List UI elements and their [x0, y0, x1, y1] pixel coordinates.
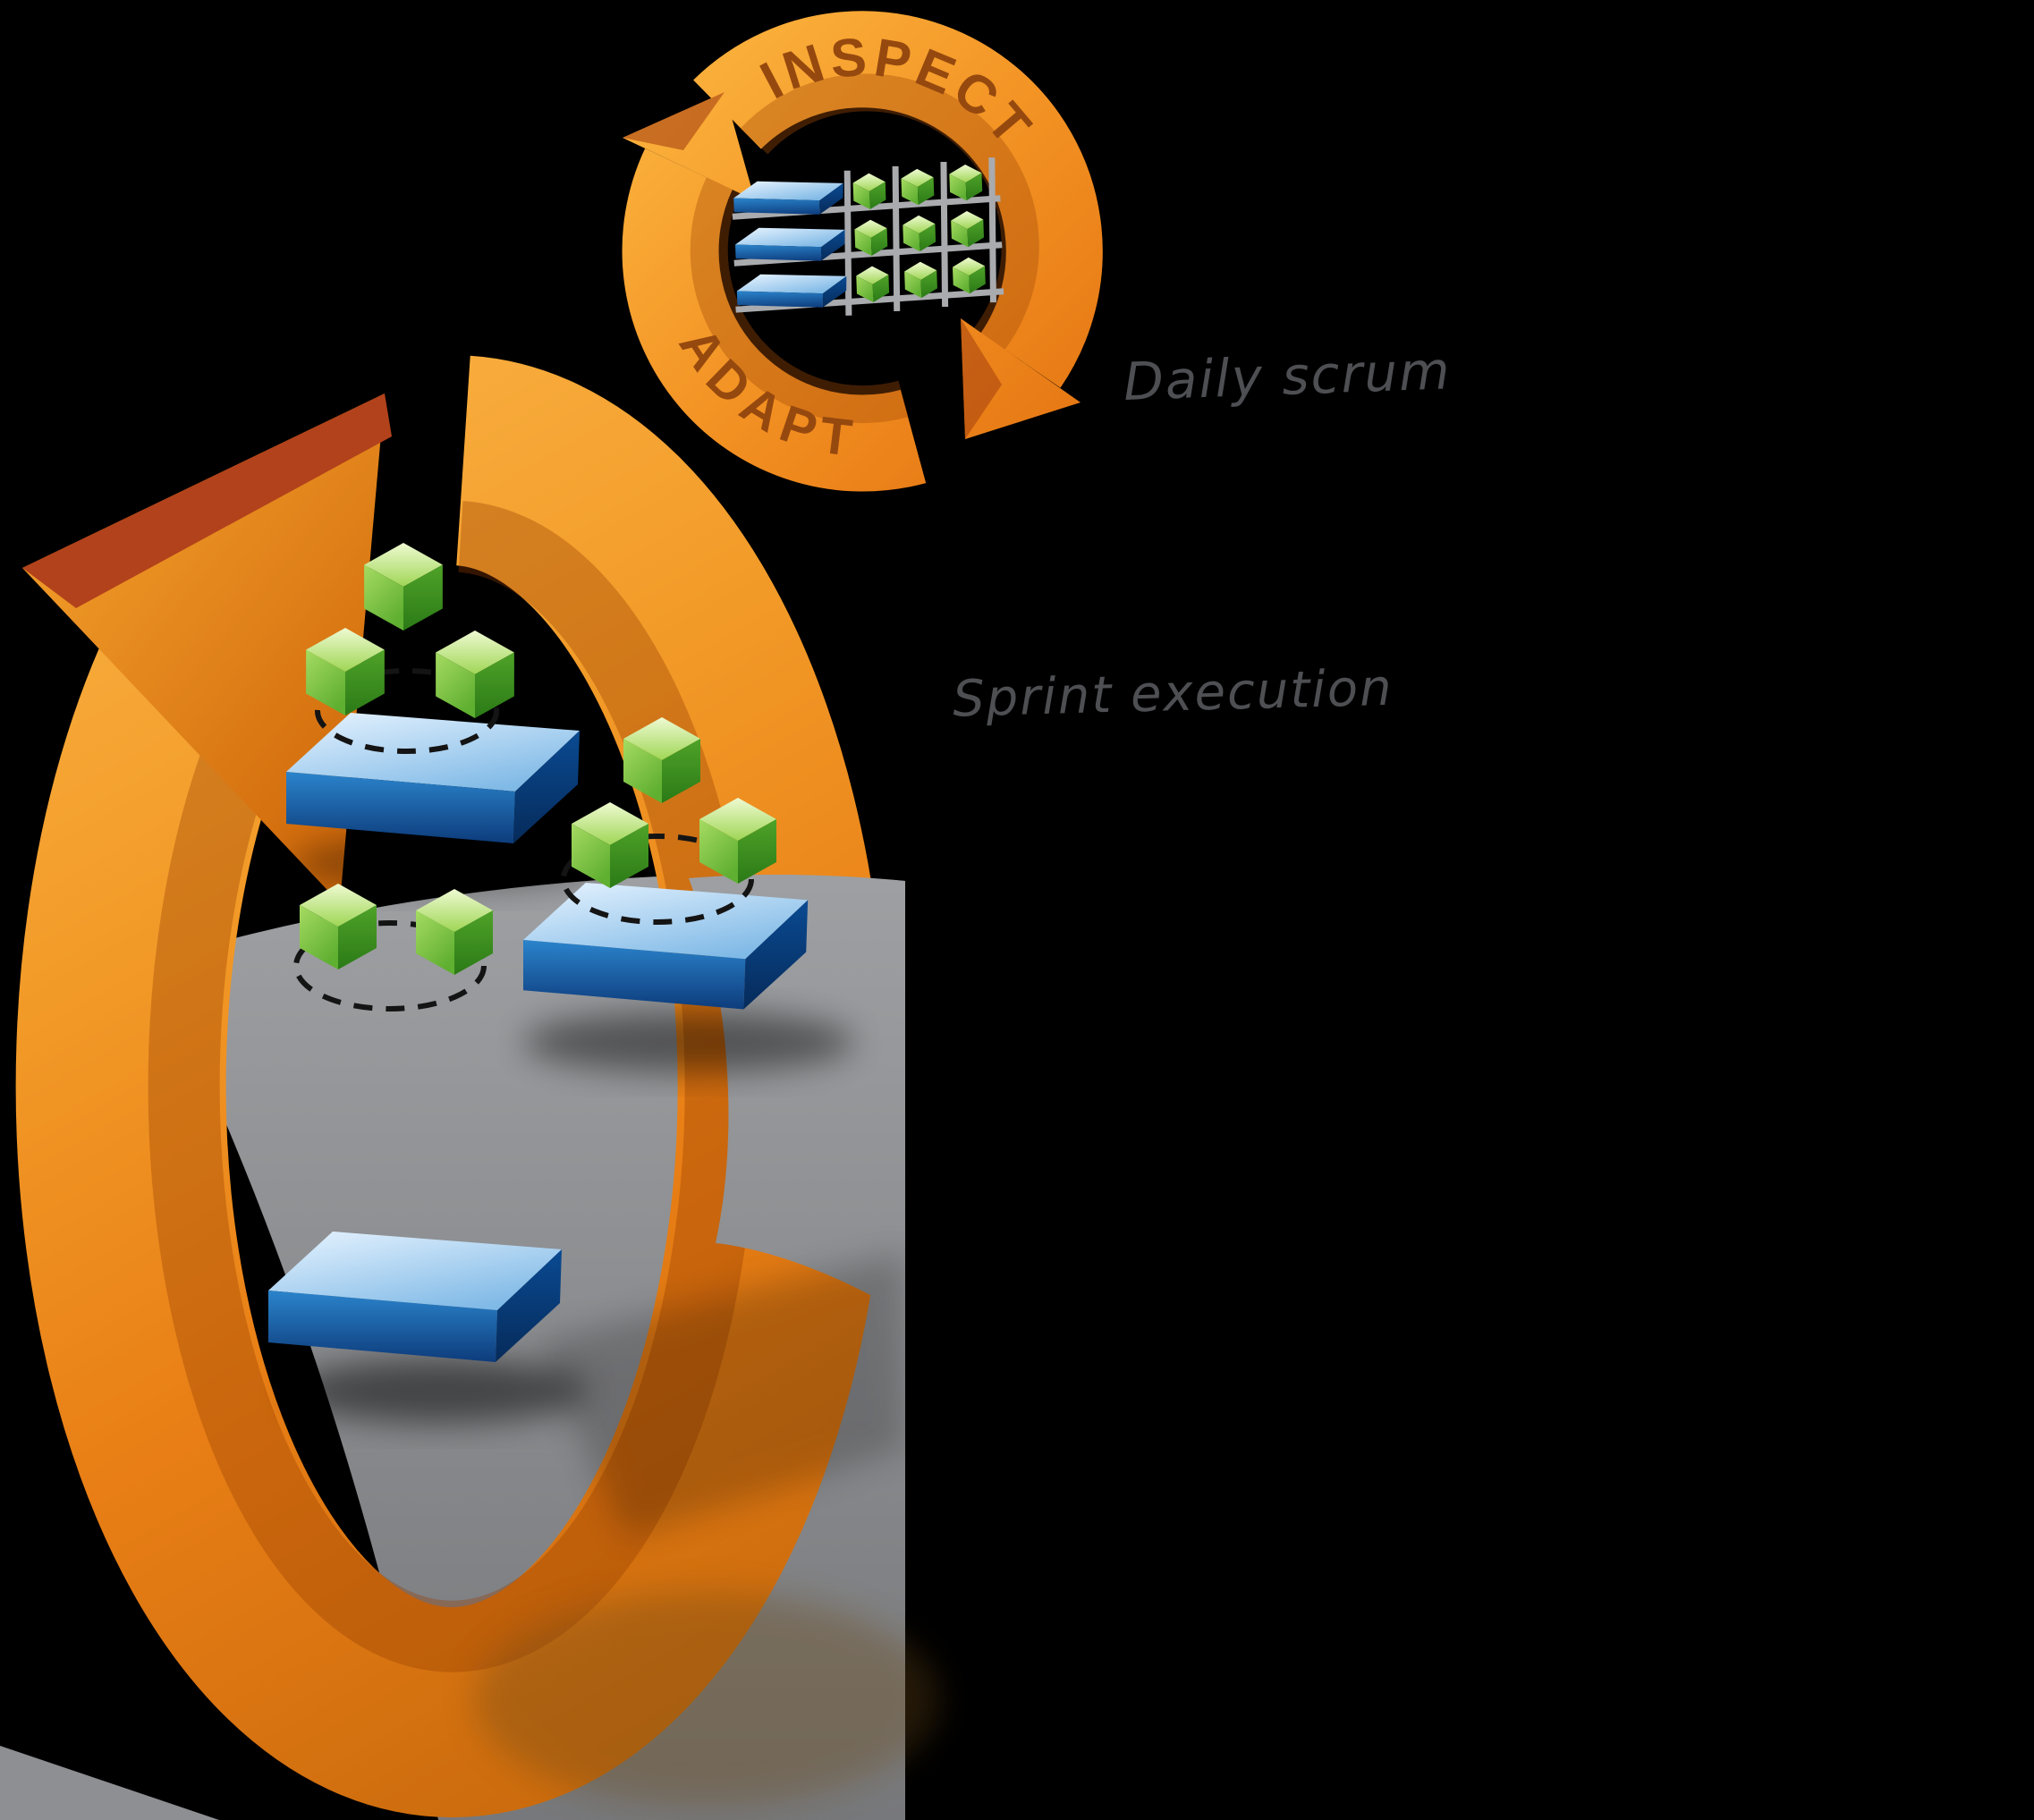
ground-corner-shape: [0, 1746, 219, 1820]
platform-shadow: [291, 1359, 586, 1423]
sprint-execution-loop: [0, 355, 939, 1820]
taskboard-icon: [732, 157, 1004, 316]
daily-scrum-caption: Daily scrum: [1123, 340, 1453, 412]
sprint-arrow-head-edge: [22, 394, 392, 608]
cycle-dashed-orbit: [315, 668, 499, 754]
daily-loop-arc-top: [693, 11, 1103, 388]
ring-shadow: [537, 1252, 905, 1538]
platform-shadow: [523, 1012, 854, 1072]
cycle-dashed-orbit: [561, 834, 754, 925]
daily-scrum-loop: INSPECT ADAPT: [622, 11, 1103, 492]
daily-arrow-head-icon: [623, 92, 755, 200]
taskboard-grid: [732, 157, 1004, 316]
sprint-execution-caption: Sprint execution: [952, 659, 1394, 729]
daily-arrow-head-icon: [961, 318, 1081, 439]
daily-loop-inner-shade-bottom: [690, 177, 909, 424]
daily-arrow-head-edge: [623, 92, 725, 150]
ring-reflection: [474, 1592, 939, 1807]
cycle-dashed-orbit: [293, 920, 487, 1012]
daily-arrow-head-edge: [961, 318, 1002, 439]
daily-loop-inner-shade-top: [740, 73, 1039, 351]
daily-loop-arc-bottom: [622, 148, 927, 492]
platform-shadow: [291, 836, 604, 890]
